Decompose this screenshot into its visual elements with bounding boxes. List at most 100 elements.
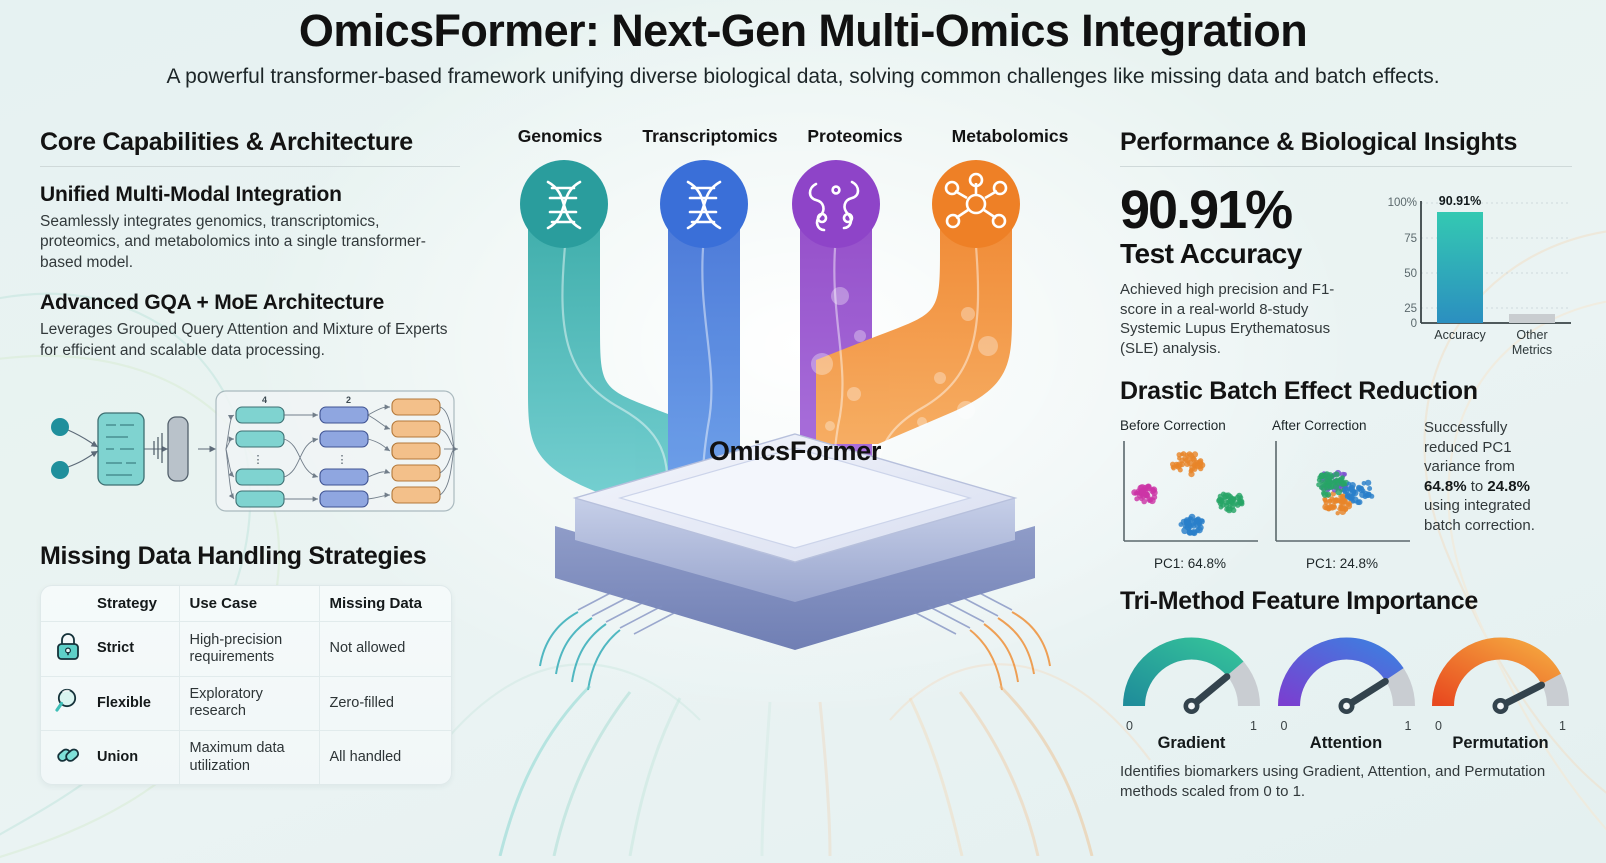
before-pc1-label: PC1: 64.8%: [1153, 556, 1227, 571]
funnel-metabolomics: [816, 192, 1013, 444]
link-icon: [41, 731, 87, 785]
gauge-label: Permutation: [1452, 734, 1549, 752]
use-case: Maximum data utilization: [178, 730, 319, 785]
missing-data-table-card: Strategy Use Case Missing Data: [40, 585, 452, 786]
gauge-max: 1: [1250, 719, 1257, 733]
col-strategy: Strategy: [97, 595, 158, 613]
strategy-name: Strict: [97, 640, 135, 657]
strategy-name: Flexible: [97, 694, 151, 711]
omics-label-genomics: Genomics: [517, 126, 603, 146]
bar-data-label: 90.91%: [1439, 194, 1481, 208]
chip-label: OmicsFormer: [708, 436, 882, 466]
pca-before-correction: [1123, 441, 1258, 542]
pca-before-panel: Before Correction PC1: 64.8%: [1120, 418, 1260, 571]
projection-block: [167, 416, 189, 482]
gauge-min: 0: [1435, 719, 1442, 733]
y-tick-label: 50: [1404, 268, 1417, 280]
table-row: Union Maximum data utilization All handl…: [41, 730, 451, 785]
before-caption: Before Correction: [1120, 418, 1226, 433]
rna-helix-icon: [686, 180, 722, 230]
gauge-max: 1: [1404, 719, 1412, 733]
batch-text-lead: Successfully reduced PC1 variance from: [1424, 419, 1515, 475]
gauge-label: Attention: [1309, 734, 1383, 752]
missing-data-table: Strategy Use Case Missing Data: [41, 586, 451, 785]
y-tick-label: 25: [1404, 303, 1417, 315]
right-section-title: Performance & Biological Insights: [1120, 128, 1518, 156]
bar-accuracy: [1437, 212, 1483, 323]
ellipsis-icon: ⋮: [337, 454, 348, 466]
left-column: Core Capabilities & Architecture Unified…: [40, 128, 460, 786]
batch-description: Successfully reduced PC1 variance from 6…: [1424, 418, 1559, 535]
missing-data: Zero-filled: [318, 676, 451, 731]
use-case: Exploratory research: [178, 676, 319, 731]
use-case: High-precision requirements: [178, 621, 319, 677]
accuracy-value: 90.91%: [1120, 180, 1293, 240]
after-pc1-label: PC1: 24.8%: [1305, 556, 1379, 571]
gauge-label: Gradient: [1157, 734, 1226, 752]
table-row: Flexible Exploratory research Zero-fille…: [41, 676, 451, 731]
capability-block-unified-integration: Unified Multi-Modal Integration Seamless…: [40, 183, 460, 273]
right-section-divider: [1120, 166, 1572, 167]
ellipsis-icon: ⋮: [253, 454, 264, 466]
capability-body: Seamlessly integrates genomics, transcri…: [40, 213, 426, 271]
missing-data: Not allowed: [318, 621, 451, 677]
magnifier-icon: [41, 676, 87, 730]
protein-fold-icon: [808, 180, 860, 232]
gauge-min: 0: [1280, 719, 1288, 733]
capability-title: Advanced GQA + MoE Architecture: [40, 291, 385, 315]
x-tick-label-line2: Metrics: [1512, 343, 1552, 357]
y-tick-label: 0: [1411, 318, 1417, 330]
page-title: OmicsFormer: Next-Gen Multi-Omics Integr…: [298, 5, 1308, 56]
dna-helix-icon: [546, 180, 582, 230]
pca-after-panel: After Correction PC1: 24.8%: [1272, 418, 1412, 571]
col-missing-data: Missing Data: [318, 586, 451, 622]
y-tick-label: 75: [1404, 233, 1417, 245]
batch-text-tail: using integrated batch correction.: [1424, 497, 1535, 534]
gauge-attention: 0 1 Attention: [1275, 630, 1418, 753]
input-node-icon: [51, 418, 69, 437]
accuracy-label: Test Accuracy: [1120, 238, 1302, 269]
moe-stage-label: 2: [346, 395, 351, 405]
expert-column-b: [319, 406, 369, 508]
y-tick-label: 100%: [1388, 197, 1417, 209]
missing-data: All handled: [318, 730, 451, 785]
omics-funnel-graphic: [498, 160, 1094, 856]
molecule-node-icon: [944, 172, 1008, 229]
omics-labels: Genomics Transcriptomics Proteomics Meta…: [470, 126, 1120, 152]
funnel-transcriptomics: [668, 192, 740, 522]
omics-label-metabolomics: Metabolomics: [951, 126, 1069, 146]
left-section-divider: [40, 166, 460, 167]
table-row: Strict High-precision requirements Not a…: [41, 621, 451, 677]
left-section-title: Core Capabilities & Architecture: [40, 128, 413, 156]
center-illustration: Genomics Transcriptomics Proteomics Meta…: [470, 126, 1120, 856]
col-use-case: Use Case: [178, 586, 319, 622]
accuracy-description: Achieved high precision and F1-score in …: [1120, 281, 1335, 357]
after-caption: After Correction: [1272, 418, 1367, 433]
strategy-name: Union: [97, 749, 139, 766]
accuracy-block: 90.91% Test Accuracy Achieved high preci…: [1120, 183, 1572, 363]
features-title: Tri-Method Feature Importance: [1120, 587, 1479, 615]
col-icon: [41, 586, 87, 621]
omics-circle-proteomics: [792, 160, 880, 248]
right-column: Performance & Biological Insights 90.91%…: [1120, 128, 1572, 801]
features-footer: Identifies biomarkers using Gradient, At…: [1120, 763, 1546, 800]
x-tick-label: Other: [1516, 328, 1547, 342]
output-expert-column: [391, 398, 441, 504]
gqa-moe-architecture-diagram: 4 2 ⋮ ⋮: [51, 390, 458, 512]
capability-title: Unified Multi-Modal Integration: [40, 183, 342, 206]
batch-comparison: Before Correction PC1: 64.8% After Corre…: [1120, 418, 1572, 571]
table-section-title: Missing Data Handling Strategies: [40, 542, 427, 571]
capability-block-gqa-moe: Advanced GQA + MoE Architecture Leverage…: [40, 291, 460, 361]
omics-label-proteomics: Proteomics: [807, 126, 903, 146]
expert-column-a: [235, 406, 285, 508]
poster-header: OmicsFormer: Next-Gen Multi-Omics Integr…: [0, 6, 1606, 89]
bar-other-metrics: [1509, 314, 1555, 323]
page-subtitle: A powerful transformer-based framework u…: [166, 64, 1440, 88]
pca-after-correction: [1275, 441, 1410, 542]
moe-stage-label: 4: [262, 395, 267, 405]
test-accuracy-bar-chart: 100% 75 50 25 0 90.91% Accuracy Other Me…: [1388, 194, 1571, 357]
